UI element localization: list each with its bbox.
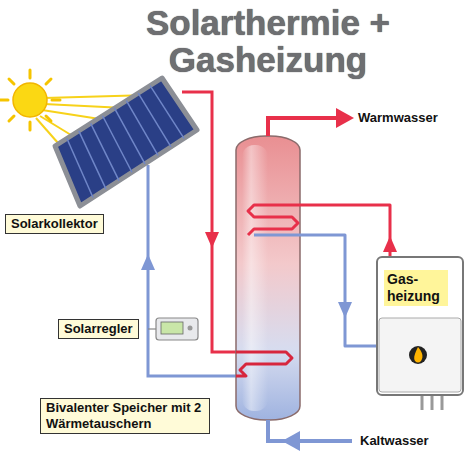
boiler-name: Gas- heizung [384, 270, 448, 306]
gas-boiler: Gas- heizung [376, 256, 464, 396]
boiler-flow-pipe [248, 205, 390, 256]
warm-water-pipe [268, 118, 340, 136]
sun-beam [46, 116, 51, 121]
callout-text: Solarregler [64, 321, 133, 337]
flame-window [409, 346, 427, 364]
callout-text: Bivalenter Speicher mit 2 Wärmetauschern [46, 400, 204, 432]
callout-text: Solarkollektor [11, 216, 98, 232]
tank-shine [242, 145, 268, 411]
solar-controller [156, 318, 198, 340]
collector-tubes [67, 86, 184, 198]
sun-disc [13, 83, 47, 117]
pipe-label: Warmwasser [356, 110, 440, 126]
boiler-connector [441, 396, 444, 410]
sun-beam [46, 79, 51, 84]
callout-label: Solarkollektor [5, 214, 104, 234]
solar-return-pipe [148, 165, 240, 376]
sun-beam [9, 79, 14, 84]
callout-label: Bivalenter Speicher mit 2 Wärmetauschern [40, 398, 210, 434]
storage-tank [236, 136, 300, 420]
pipe-label: Kaltwasser [358, 433, 431, 449]
collector-tube [126, 101, 158, 156]
boiler-connector [421, 396, 424, 410]
controller-display [161, 322, 183, 334]
return-arrow [141, 254, 155, 270]
flow-arrow [205, 232, 219, 248]
boiler-return-pipe [254, 235, 376, 346]
solar-collector [55, 78, 197, 206]
solar-coil [236, 352, 292, 376]
boiler-panel [379, 318, 461, 392]
collector-tube [138, 93, 171, 147]
controller-wire [148, 328, 156, 329]
collector-tube [91, 123, 119, 180]
boiler-flow-arrow [383, 236, 397, 252]
sun-beam [0, 99, 8, 102]
collector-tube [79, 131, 106, 189]
collector-tube [114, 108, 145, 164]
warm-water-arrow [336, 108, 354, 128]
diagram-title: Solarthermie + Gasheizung [118, 4, 418, 78]
collector-tube [67, 138, 93, 197]
boiler-return-arrow [338, 302, 352, 318]
sun-beam [29, 70, 32, 78]
callout-label: Solarregler [58, 319, 139, 339]
sun [0, 70, 60, 130]
cold-water-arrow [282, 431, 300, 451]
controller-button [188, 326, 193, 331]
sun-beam [29, 122, 32, 130]
boiler-body [376, 256, 464, 396]
boiler-connector [431, 396, 434, 410]
sun-beam [52, 99, 60, 102]
cold-water-pipe [268, 420, 352, 441]
flame [414, 347, 422, 363]
collector-tube [103, 116, 132, 172]
sun-beam [9, 116, 14, 121]
collector-tube [150, 86, 184, 139]
